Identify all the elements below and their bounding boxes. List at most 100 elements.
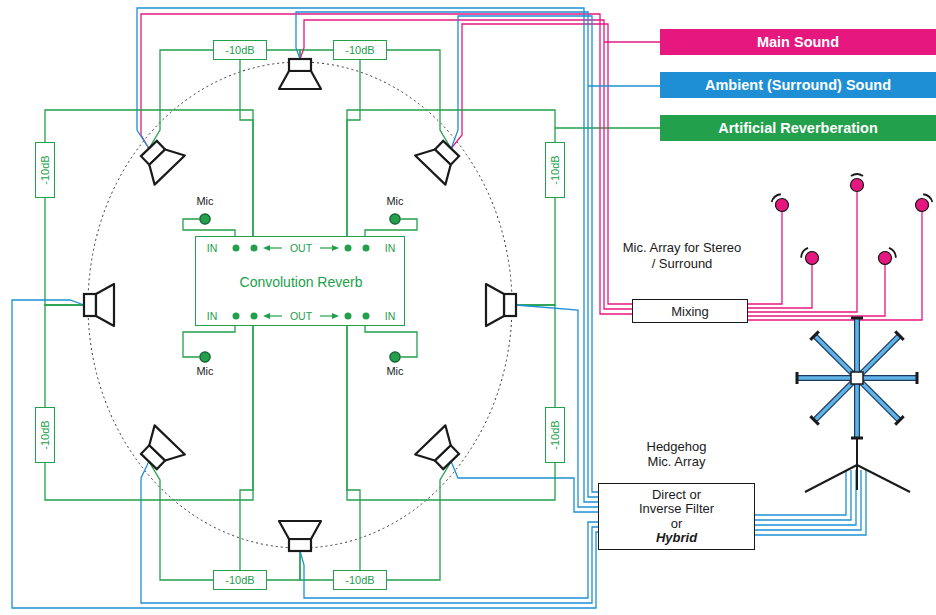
signal-connector: [240, 60, 253, 236]
attenuation-label: -10dB: [550, 155, 561, 184]
mic-symbol: [389, 351, 401, 363]
box-label: Direct or Inverse Filter or: [634, 488, 720, 531]
hedgehog-capsule: [810, 331, 818, 339]
signal-wire: [267, 50, 300, 59]
signal-connector: [45, 110, 253, 236]
speaker-symbol: [134, 134, 185, 185]
signal-wire: [748, 265, 812, 308]
mic-label: Mic: [196, 366, 213, 377]
hedgehog-hub: [851, 372, 863, 384]
signal-wire: [748, 212, 922, 320]
signal-wire: [45, 305, 84, 407]
legend-text: Ambient (Surround) Sound: [705, 77, 891, 93]
hedgehog-spoke-edge: [854, 318, 860, 378]
speaker-symbol: [415, 425, 466, 476]
signal-connector: [347, 326, 360, 570]
mic-capsule: [773, 196, 791, 214]
attenuator-box: -10dB: [213, 40, 267, 60]
port-label: OUT: [290, 311, 312, 322]
signal-wire: [387, 462, 451, 580]
signal-connector: [347, 110, 555, 236]
signal-wire: [149, 462, 213, 580]
signal-wire: [748, 212, 782, 304]
signal-wire: [755, 470, 861, 530]
port-dot: [251, 313, 258, 320]
mic-stand: [856, 378, 858, 465]
speaker-cone: [415, 143, 458, 185]
attenuation-label: -10dB: [345, 45, 374, 56]
signal-wire: [604, 41, 660, 42]
attenuator-box: -10dB: [545, 142, 565, 198]
mic-grille: [889, 247, 898, 258]
mic-dot: [200, 352, 210, 362]
mic-dot: [200, 214, 210, 224]
listening-area: [88, 62, 512, 548]
attenuator-box: -10dB: [333, 40, 387, 60]
attenuation-label: -10dB: [345, 575, 374, 586]
hedgehog-spoke: [855, 318, 859, 378]
mic-symbol: [199, 213, 211, 225]
hedgehog-capsule: [810, 416, 818, 424]
port-label: IN: [385, 243, 396, 254]
microphone: Mic: [389, 213, 401, 225]
port-label: IN: [207, 243, 218, 254]
signal-connector: [45, 326, 253, 500]
hedgehog-spoke-edge: [857, 375, 917, 381]
hedgehog-capsule: [895, 331, 903, 339]
mic-symbol: [389, 213, 401, 225]
signal-wire: [755, 470, 851, 520]
mic-grille: [851, 174, 863, 176]
arrow-head: [332, 245, 339, 251]
filter-box-border: Direct or Inverse Filter orHybrid: [598, 483, 755, 550]
speaker-magnet: [289, 59, 311, 71]
mic-grille: [923, 193, 933, 202]
mic-capsule: [876, 249, 894, 267]
speaker-cone: [96, 284, 114, 326]
signal-wire: [451, 24, 632, 304]
legend-band: Artificial Reverberation: [660, 115, 936, 141]
microphone-head: [913, 192, 934, 214]
port-dot: [345, 245, 352, 252]
hedgehog-capsule: [851, 437, 863, 440]
speaker-magnet: [84, 294, 96, 316]
mic-stand-leg: [857, 465, 910, 492]
signal-wire: [748, 265, 885, 316]
legend-band: Ambient (Surround) Sound: [660, 72, 936, 98]
signal-wire: [149, 50, 213, 148]
mic-capsule: [913, 196, 931, 214]
signal-wire: [516, 198, 555, 305]
attenuator-box: -10dB: [333, 570, 387, 590]
mic-label: Mic: [386, 196, 403, 207]
speaker-cone: [142, 143, 185, 185]
port-label: IN: [207, 311, 218, 322]
speaker-symbol: [84, 284, 114, 326]
legend-text: Artificial Reverberation: [718, 120, 878, 136]
mic-grille: [800, 247, 809, 258]
signal-wire: [748, 192, 857, 312]
signal-wire: [387, 50, 451, 148]
speaker-cone: [415, 425, 458, 467]
signal-wire: [45, 198, 84, 305]
hedgehog-spoke: [857, 376, 917, 380]
signal-wire: [300, 551, 333, 580]
legend-text: Main Sound: [757, 34, 839, 50]
signal-wire: [12, 300, 598, 608]
mic-dot: [390, 214, 400, 224]
hedgehog-capsule: [796, 372, 799, 384]
microphone-head: [799, 246, 821, 267]
attenuation-label: -10dB: [40, 155, 51, 184]
arrow-head: [263, 245, 270, 251]
speaker-cone: [486, 284, 504, 326]
signal-wire: [755, 470, 856, 525]
mic-symbol: [199, 351, 211, 363]
processor-title: Convolution Reverb: [240, 275, 363, 289]
signal-connector: [347, 326, 555, 500]
hedgehog-spoke: [855, 378, 859, 438]
mic-capsule: [851, 179, 864, 192]
mixing-box: Mixing: [632, 299, 748, 323]
attenuation-label: -10dB: [40, 420, 51, 449]
port-label: IN: [385, 311, 396, 322]
mic-label: Mic: [386, 366, 403, 377]
signal-connector: [183, 326, 235, 357]
